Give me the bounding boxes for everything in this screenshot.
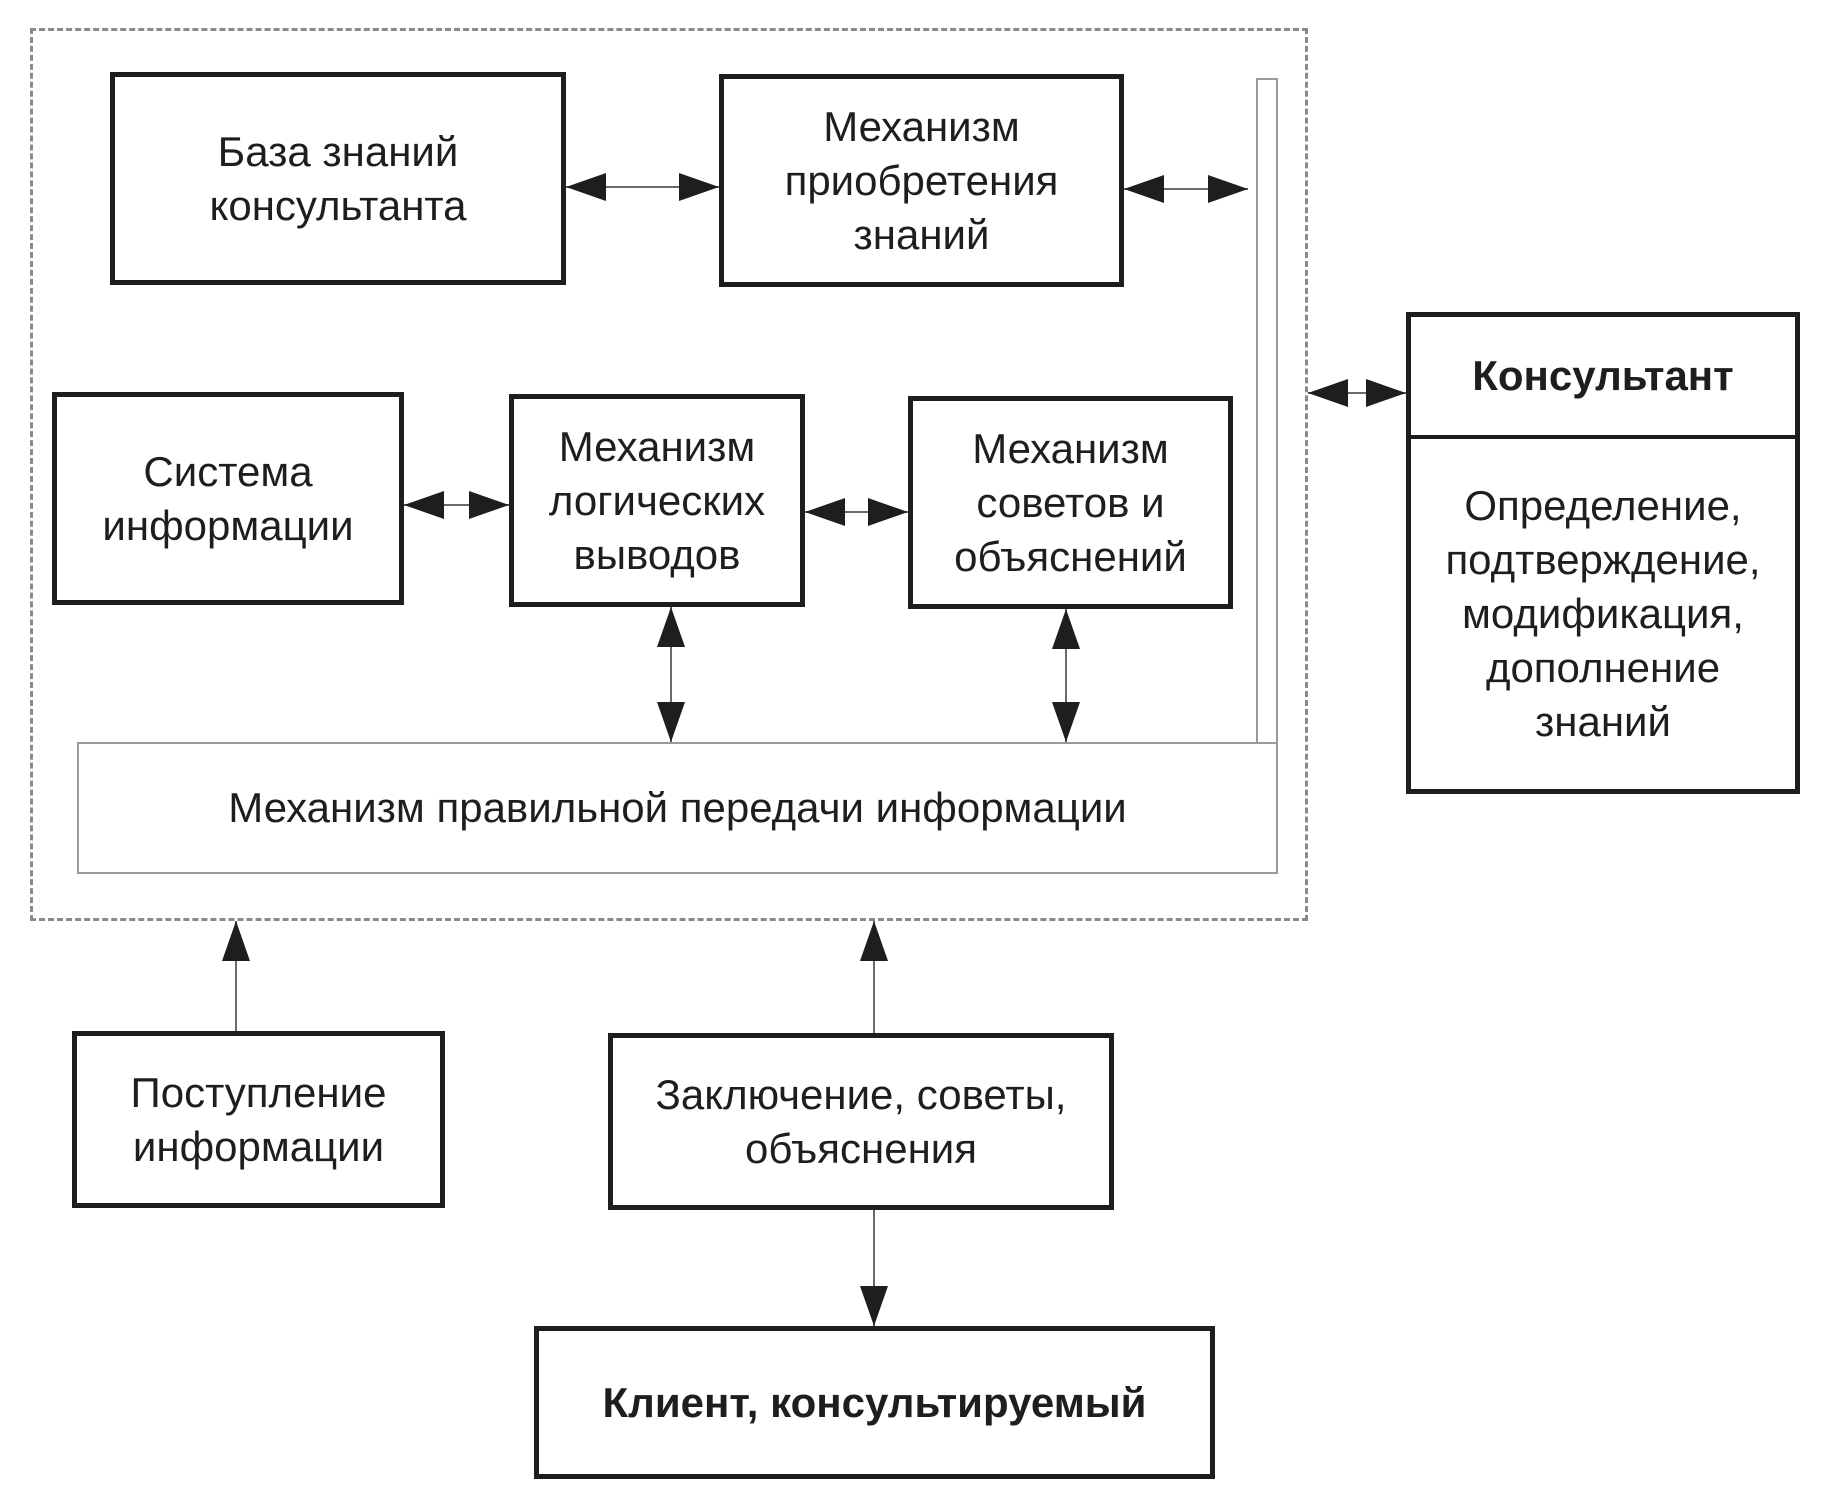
info-system-label: Система информации [102,447,354,549]
input-label: Поступление информации [130,1068,387,1170]
consultant-title: Консультант [1472,352,1734,399]
transfer-mechanism-label: Механизм правильной передачи информации [228,784,1127,831]
arrow-lines [235,186,1406,1326]
transfer-mechanism-box: Механизм правильной передачи информации [77,742,1278,874]
arrowhead [1208,175,1248,203]
arrowhead [566,173,606,201]
consultant-box: Консультант Определение, подтверждение, … [1406,312,1800,794]
arrowhead [469,491,509,519]
output-box: Заключение, советы, объяснения [608,1033,1114,1210]
arrowhead [868,498,908,526]
inference-mechanism-label: Механизм логических выводов [548,422,766,578]
knowledge-base-label: База знаний консультанта [209,127,467,229]
output-label: Заключение, советы, объяснения [655,1070,1067,1172]
client-label: Клиент, консультируемый [602,1378,1147,1426]
arrow-heads [222,173,1406,1326]
advice-mechanism-box: Механизм советов и объяснений [908,396,1233,609]
arrowhead [1124,175,1164,203]
acquisition-mechanism-box: Механизм приобретения знаний [719,74,1124,287]
info-system-box: Система информации [52,392,404,605]
advice-mechanism-label: Механизм советов и объяснений [954,424,1187,580]
arrowhead [657,607,685,647]
arrowhead [657,702,685,742]
consultant-body: Определение, подтверждение, модификация,… [1411,439,1795,789]
arrowhead [679,173,719,201]
system-boundary [30,28,1308,921]
knowledge-base-box: База знаний консультанта [110,72,566,285]
arrowhead [1366,379,1406,407]
arrowhead [1308,379,1348,407]
consultant-description: Определение, подтверждение, модификация,… [1445,482,1761,745]
inference-mechanism-box: Механизм логических выводов [509,394,805,607]
arrowhead [222,921,250,961]
arrowhead [860,1286,888,1326]
arrowhead [1052,609,1080,649]
acquisition-mechanism-label: Механизм приобретения знаний [784,102,1059,258]
arrowhead [860,921,888,961]
arrowhead [805,498,845,526]
input-box: Поступление информации [72,1031,445,1208]
transfer-rail [1256,78,1278,742]
client-box: Клиент, консультируемый [534,1326,1215,1479]
arrowhead [1052,702,1080,742]
arrowhead [404,491,444,519]
consultant-header: Консультант [1411,317,1795,439]
